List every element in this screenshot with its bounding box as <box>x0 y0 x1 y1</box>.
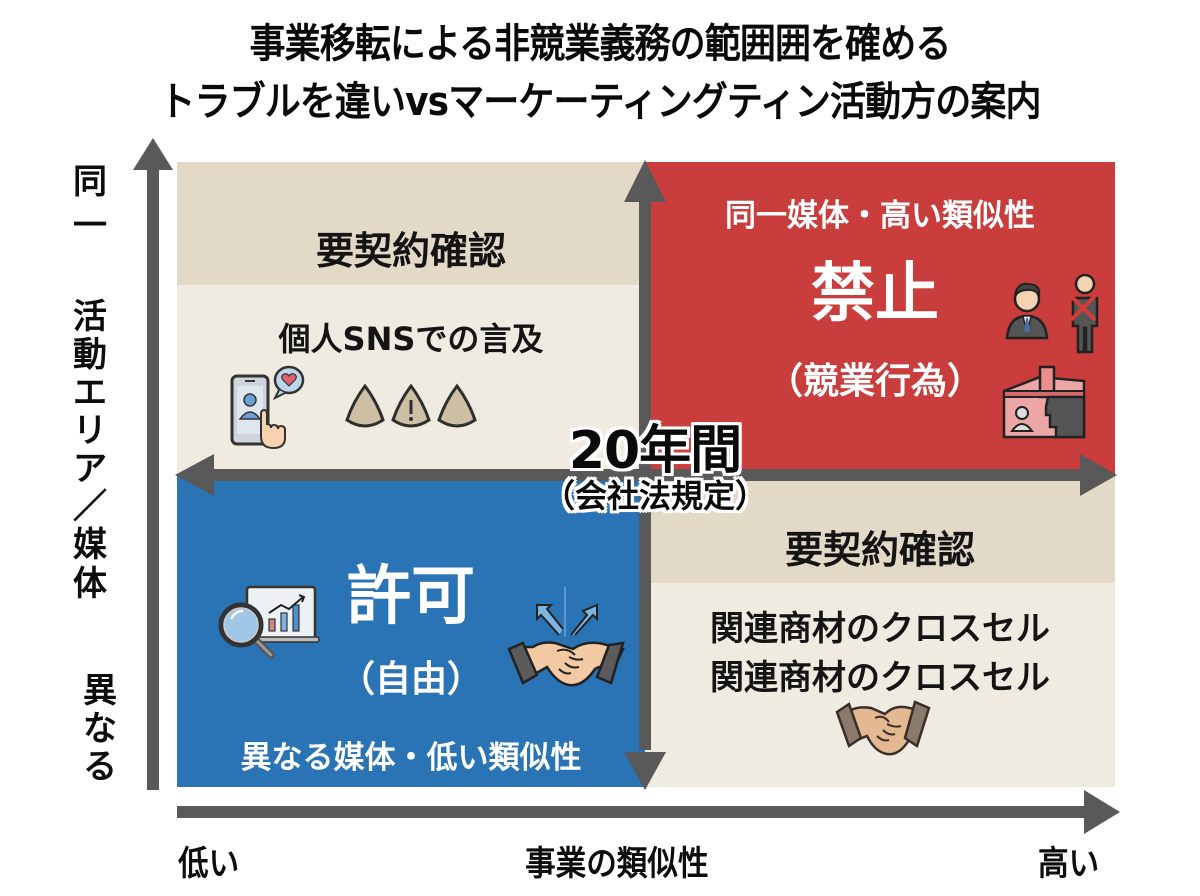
diagram-title-line-2: トラブルを違いvsマーケーティングティン活動方の案内 <box>159 79 1041 125</box>
quadrant-status-label: 禁止 <box>811 257 939 331</box>
quadrant-header-band <box>645 475 1115 583</box>
businessman-blocked-icon <box>1005 273 1099 354</box>
y-axis-char: リ <box>73 411 107 452</box>
warning-cone-icon <box>391 383 431 428</box>
y-axis-middle-label: 活 動 エ リ ア ／ 媒 体 <box>60 298 120 603</box>
quadrant-example-lines: 関連商材のクロスセル 関連商材のクロスセル <box>645 605 1115 704</box>
handshake-icon <box>835 700 931 756</box>
quadrant-condition-label: 異なる媒体・低い類似性 <box>240 740 582 776</box>
y-axis-char: 媒 <box>73 525 107 566</box>
y-axis-char: ア <box>73 449 107 490</box>
quadrant-status-note: （自由） <box>338 659 483 700</box>
diagram-title-line-1: 事業移転による非競業義務の範囲囲を確める <box>249 21 952 67</box>
warning-cone-icon <box>345 383 385 428</box>
smartphone-social-icon <box>230 365 305 450</box>
duration-note: （会社法規定） <box>542 477 767 515</box>
quadrant-top-right: 同一媒体・高い類似性 禁止 （競業行為） <box>645 162 1115 475</box>
quadrant-example-label: 個人SNSでの言及 <box>278 320 544 358</box>
market-analysis-icon <box>218 585 320 659</box>
quadrant-example-line: 関連商材のクロスセル <box>710 609 1050 649</box>
y-axis-bottom-label: 異 な る <box>70 672 130 786</box>
y-axis-char: 体 <box>73 563 107 604</box>
y-axis-char: ／ <box>73 487 107 528</box>
y-axis-char: る <box>83 747 117 788</box>
y-axis-char: な <box>83 709 117 750</box>
warning-cone-icon <box>437 383 477 428</box>
duration-badge: 20年間 （会社法規定） <box>530 425 780 514</box>
y-axis-char: エ <box>73 373 107 414</box>
y-axis-top-label-text: 同一 <box>73 162 107 247</box>
quadrant-status-label: 要契約確認 <box>315 229 506 273</box>
y-axis-char: 動 <box>73 335 107 376</box>
y-axis-arrow <box>133 138 173 790</box>
quadrant-header-band <box>177 162 645 285</box>
duration-value: 20年間 <box>568 421 742 481</box>
quadrant-condition-label: 同一媒体・高い類似性 <box>725 198 1035 234</box>
handshake-growth-icon <box>507 587 625 687</box>
y-axis-char: 活 <box>73 297 107 337</box>
y-axis-char: 異 <box>83 671 117 711</box>
quadrant-bottom-left: 許可 （自由） 異なる媒体・低い類似性 <box>177 475 645 787</box>
x-axis-right-label: 高い <box>1038 844 1100 884</box>
y-axis-top-label: 同一 <box>60 160 120 248</box>
quadrant-status-note: （競業行為） <box>766 361 983 402</box>
broken-store-icon <box>1002 365 1086 439</box>
quadrant-status-label: 許可 <box>347 560 475 634</box>
quadrant-top-left: 要契約確認 個人SNSでの言及 <box>177 162 645 475</box>
x-axis-left-label: 低い <box>178 844 240 884</box>
quadrant-bottom-right: 要契約確認 関連商材のクロスセル 関連商材のクロスセル <box>645 475 1115 787</box>
x-axis-title: 事業の類似性 <box>525 844 709 884</box>
quadrant-example-line: 関連商材のクロスセル <box>710 658 1050 699</box>
quadrant-status-label: 要契約確認 <box>784 528 975 572</box>
